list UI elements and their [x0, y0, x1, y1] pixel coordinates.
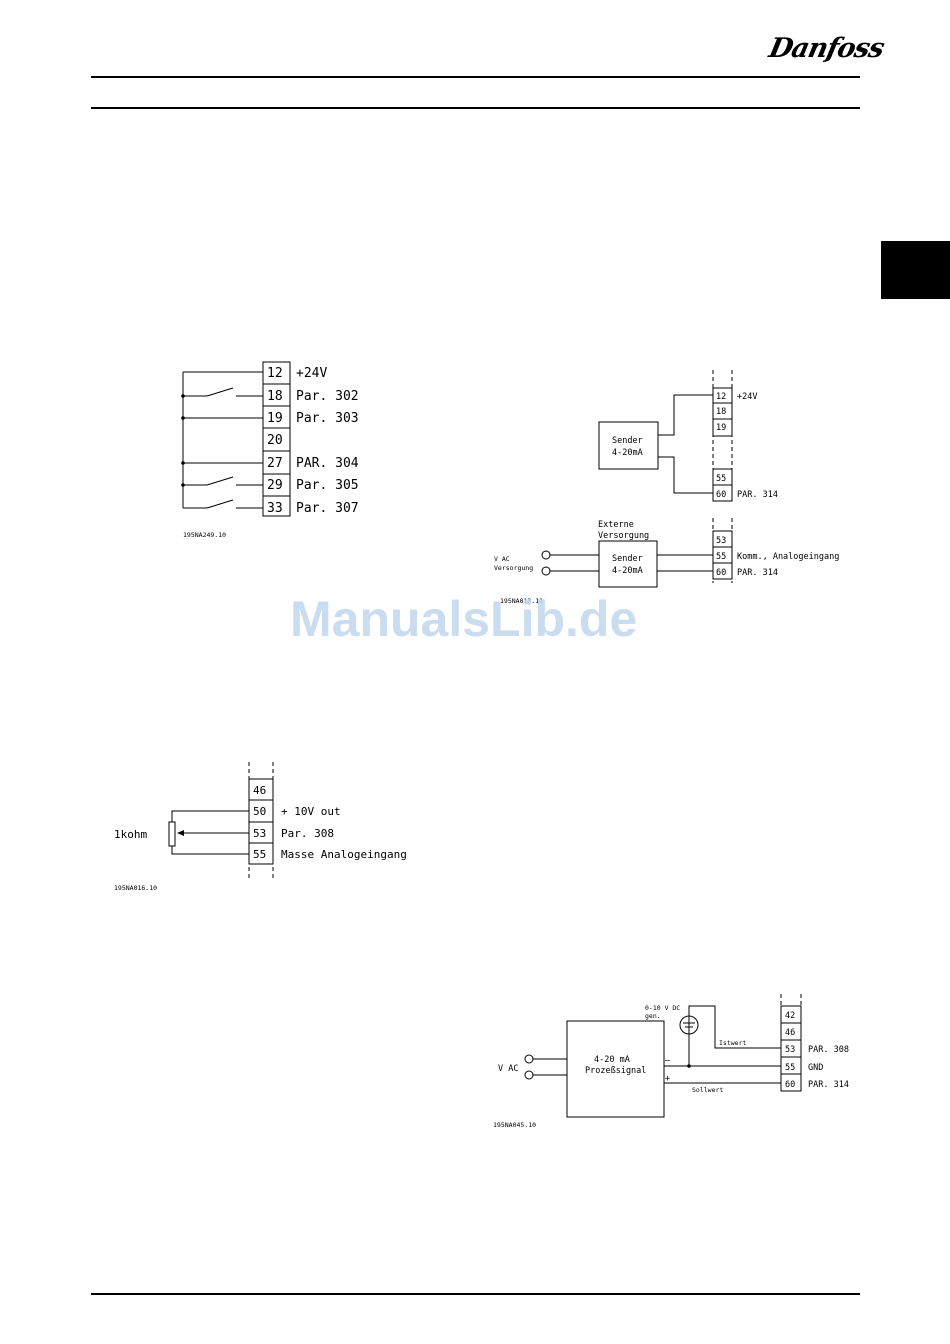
terminal-53: 53 [253, 827, 266, 840]
plus-label: + [665, 1074, 670, 1084]
sender-box-external [598, 540, 658, 588]
source-sub-label: gen. [645, 1012, 661, 1020]
sender-label-external: Sender [612, 554, 643, 564]
sollwert-label: Sollwert [692, 1086, 723, 1094]
resistor-label: 1kohm [114, 828, 147, 841]
terminal-60-b: 60 [716, 568, 726, 578]
terminal-18: 18 [716, 407, 726, 417]
section-tab-marker [881, 241, 950, 299]
terminal-strip [262, 361, 291, 517]
header-rule-top [91, 76, 860, 78]
terminal-55: 55 [253, 848, 266, 861]
figure-code: 195NA045.10 [493, 1121, 536, 1129]
sender-box [598, 421, 659, 470]
label-par-305: Par. 305 [296, 478, 359, 493]
label-analog-ground: Masse Analogeingang [281, 848, 407, 861]
terminal-strip [780, 1005, 802, 1092]
vac-label: V AC [498, 1064, 518, 1074]
footer-rule [91, 1293, 860, 1295]
terminal-strip [248, 778, 274, 865]
external-supply-label: Externe [598, 520, 634, 530]
terminal-55-b: 55 [716, 552, 726, 562]
label-gnd: GND [808, 1063, 823, 1073]
label-par-314-b: PAR. 314 [737, 568, 778, 578]
terminal-27: 27 [267, 456, 283, 471]
wiper-arrow [177, 830, 184, 836]
terminal-60: 60 [785, 1080, 795, 1090]
figure-code: 195NA016.10 [114, 884, 157, 892]
vac-terminal-1 [524, 1054, 534, 1064]
label-par-314: PAR. 314 [808, 1080, 849, 1090]
sender-range: 4-20mA [612, 448, 643, 458]
label-par-303: Par. 303 [296, 411, 359, 426]
terminal-46: 46 [253, 784, 266, 797]
istwert-label: Istwert [719, 1039, 746, 1047]
terminal-12: 12 [267, 366, 283, 381]
terminal-50: 50 [253, 805, 266, 818]
wiring [181, 371, 263, 509]
terminal-53: 53 [785, 1045, 795, 1055]
process-signal-box [566, 1020, 665, 1118]
terminal-strip-top [712, 387, 733, 502]
terminal-20: 20 [267, 433, 283, 448]
terminal-42: 42 [785, 1011, 795, 1021]
source-label: 0-10 V DC [645, 1004, 680, 1012]
potentiometer [168, 821, 176, 847]
terminal-12: 12 [716, 392, 726, 402]
figure-code: 195NA013.11 [500, 597, 543, 605]
label-par-308: PAR. 308 [808, 1045, 849, 1055]
external-supply-label-2: Versorgung [598, 531, 649, 541]
terminal-46: 46 [785, 1028, 795, 1038]
vac-terminal-2 [524, 1070, 534, 1080]
label-par-302: Par. 302 [296, 389, 359, 404]
label-24v: +24V [296, 366, 327, 381]
terminal-19: 19 [716, 423, 726, 433]
label-par-307: Par. 307 [296, 501, 359, 516]
figure-code: 195NA249.10 [183, 531, 226, 539]
vac-label: V AC [494, 555, 510, 563]
label-par-308: Par. 308 [281, 827, 334, 840]
minus-label: – [665, 1056, 671, 1066]
label-par-314: PAR. 314 [737, 490, 778, 500]
process-box-label: Prozeßsignal [585, 1066, 646, 1076]
terminal-29: 29 [267, 478, 283, 493]
label-analog-input: Komm., Analogeingang [737, 552, 839, 562]
terminal-60: 60 [716, 490, 726, 500]
process-box-range: 4-20 mA [594, 1055, 630, 1065]
watermark: ManualsLib.de [290, 591, 638, 647]
label-24v: +24V [737, 392, 757, 402]
terminal-55: 55 [716, 474, 726, 484]
label-10v-out: + 10V out [281, 805, 341, 818]
sender-label: Sender [612, 436, 643, 446]
terminal-18: 18 [267, 389, 283, 404]
header-rule-bottom [91, 107, 860, 109]
terminal-19: 19 [267, 411, 283, 426]
terminal-33: 33 [267, 501, 283, 516]
label-par-304: PAR. 304 [296, 456, 359, 471]
sender-range-external: 4-20mA [612, 566, 643, 576]
terminal-55: 55 [785, 1063, 795, 1073]
vac-supply-label: Versorgung [494, 564, 533, 572]
terminal-53: 53 [716, 536, 726, 546]
